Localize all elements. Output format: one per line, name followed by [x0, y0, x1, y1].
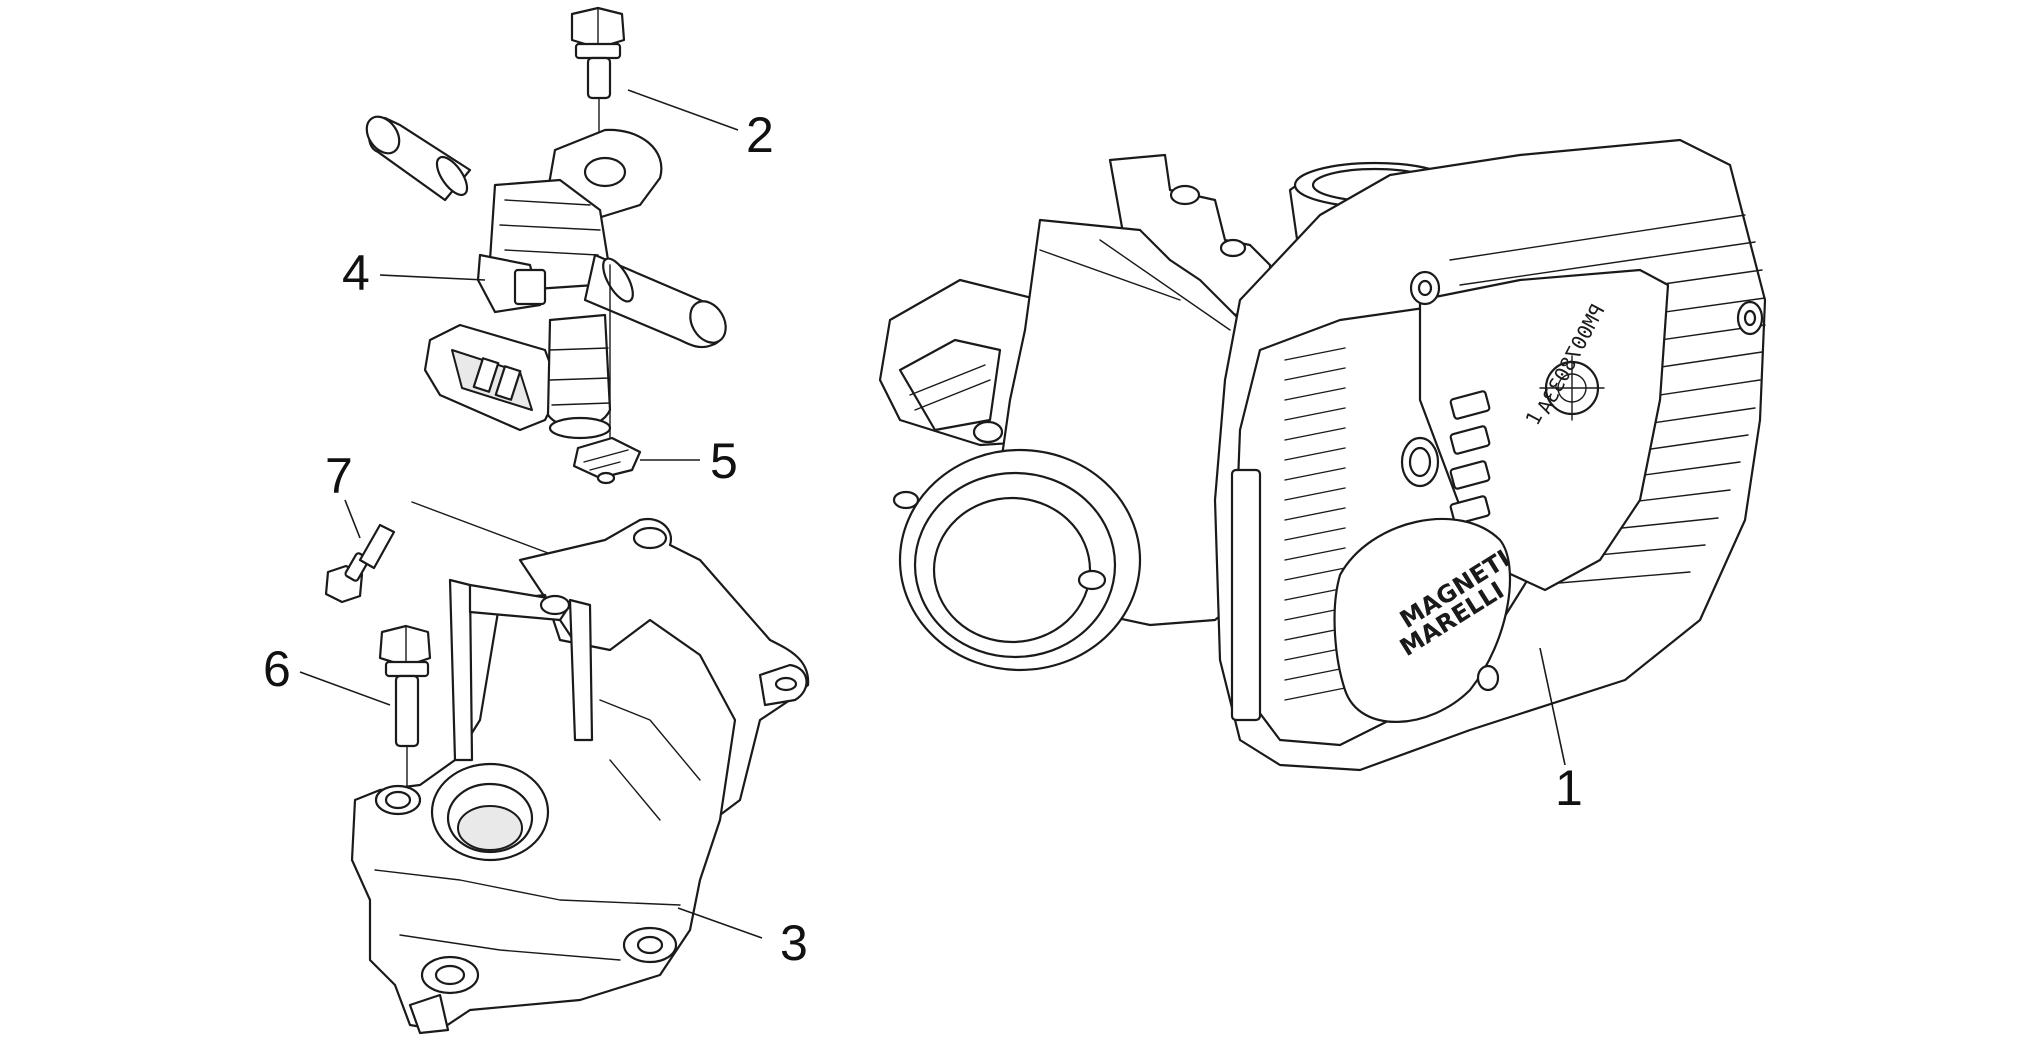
callout-2: 2 — [746, 107, 774, 163]
leader-7 — [344, 499, 361, 539]
leader-6 — [299, 671, 391, 706]
callout-7: 7 — [325, 448, 353, 504]
callout-4: 4 — [342, 245, 370, 301]
callout-6: 6 — [263, 641, 291, 697]
leader-2 — [627, 89, 739, 131]
leader-lines — [299, 89, 1566, 939]
callout-5: 5 — [710, 433, 738, 489]
callout-3: 3 — [780, 915, 808, 971]
part-intake-manifold-3 — [350, 517, 810, 1035]
callout-1: 1 — [1555, 760, 1583, 816]
part-clip-5 — [572, 264, 642, 485]
leader-3 — [677, 907, 763, 939]
leader-4 — [379, 274, 486, 281]
part-bolt-7 — [324, 501, 621, 604]
part-bolt-6 — [378, 624, 432, 803]
part-fuel-injector-4 — [365, 115, 727, 440]
leader-1 — [1539, 647, 1566, 766]
part-throttle-body-1 — [878, 138, 1767, 772]
